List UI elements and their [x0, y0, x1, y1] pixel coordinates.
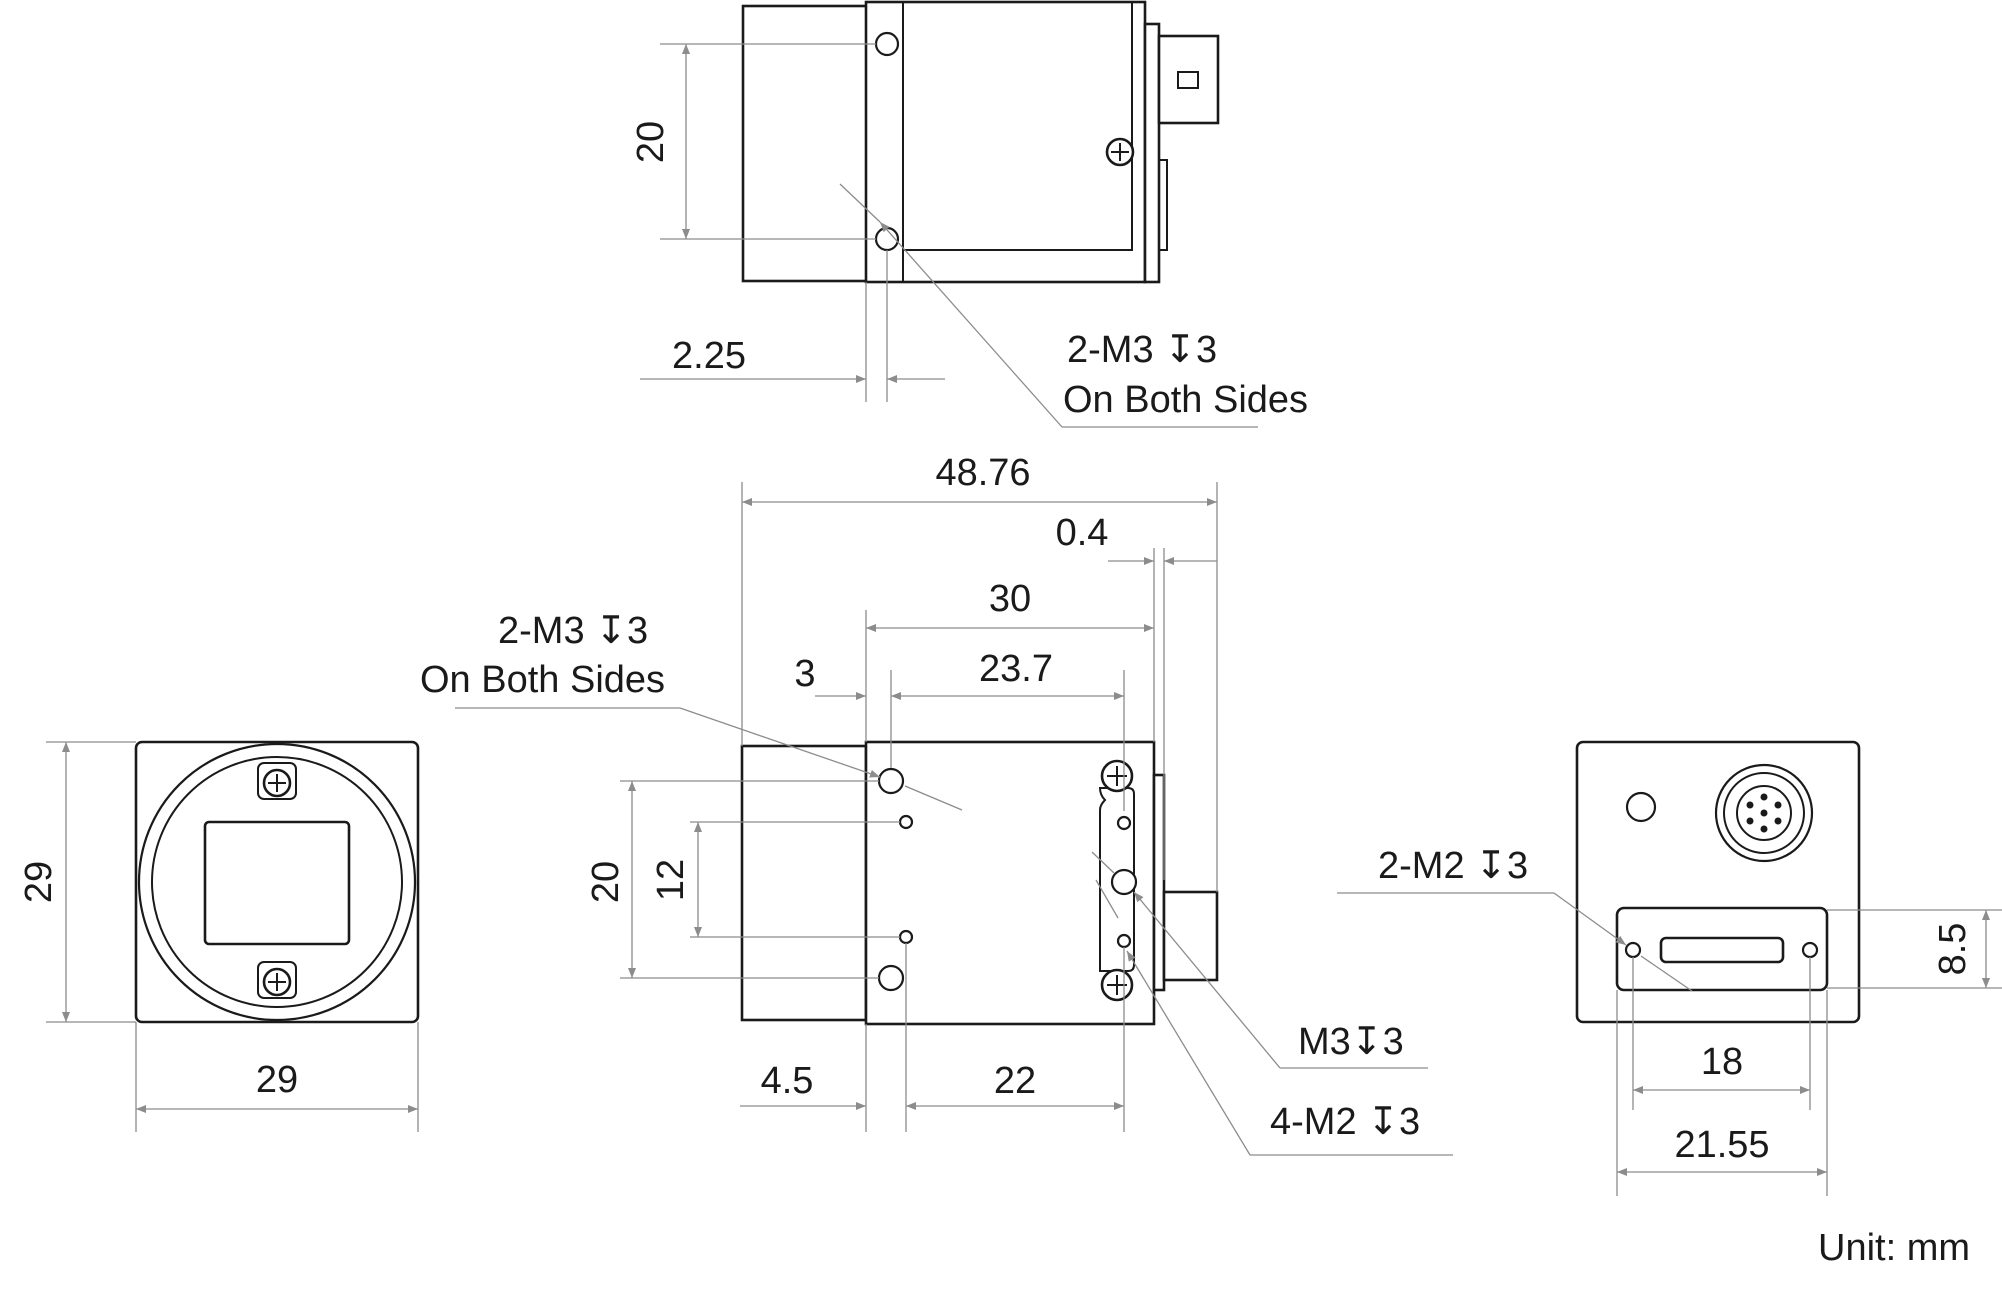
side-dim-body: 30: [989, 578, 1031, 620]
mount-hole-icon: [1110, 868, 1138, 896]
side-callout-line2: On Both Sides: [420, 659, 665, 701]
small-hole-icon: [898, 929, 914, 945]
rear-dim-outer: 21.55: [1674, 1124, 1769, 1166]
side-dim-holes: 23.7: [979, 648, 1053, 690]
top-view-connector: [1157, 34, 1220, 125]
rear-view: 2-M2 ↧3 8.5 18 21.55: [1337, 740, 2002, 1196]
side-view-connector: [1162, 890, 1219, 982]
side-callout-line1: 2-M3 ↧3: [498, 610, 648, 652]
front-view: 29 29: [18, 740, 420, 1132]
top-view-back-plate: [1143, 22, 1161, 284]
mount-hole-icon: [877, 767, 905, 795]
small-hole-icon: [1116, 815, 1132, 831]
side-dim-hole-pitch: 20: [585, 861, 627, 903]
small-hole-icon: [1801, 941, 1819, 959]
side-view-back-plate: [1152, 773, 1166, 992]
side-dim-total: 48.76: [935, 452, 1030, 494]
side-view-mount-plate: [1098, 787, 1135, 972]
rear-dim-height: 8.5: [1932, 923, 1974, 976]
top-dim-height: 20: [630, 121, 672, 163]
side-callout-m3: M3↧3: [1298, 1021, 1404, 1063]
side-view-lens-barrel: [740, 744, 868, 1022]
side-callout-m2: 4-M2 ↧3: [1270, 1101, 1420, 1143]
side-dim-lens: 3: [794, 653, 815, 695]
mount-hole-icon: [874, 31, 900, 57]
small-hole-icon: [898, 814, 914, 830]
unit-label: Unit: mm: [1818, 1227, 1970, 1269]
side-dim-front-offset: 4.5: [761, 1060, 814, 1102]
screw-icon: [257, 762, 297, 800]
side-dim-small-pitch: 12: [650, 859, 692, 901]
side-dim-gap: 0.4: [1056, 512, 1109, 554]
rear-dim-inner: 18: [1701, 1041, 1743, 1083]
small-hole-icon: [1624, 941, 1642, 959]
screw-icon: [1100, 759, 1134, 793]
led-indicator-icon: [1625, 791, 1657, 823]
rear-callout-m2: 2-M2 ↧3: [1378, 845, 1528, 887]
small-hole-icon: [1116, 933, 1132, 949]
sensor-window: [203, 820, 351, 946]
side-view: 48.76 0.4 30 3 23.7 20 12 4.5: [420, 452, 1453, 1156]
usb-port-icon: [1659, 936, 1785, 964]
top-view: 20 2.25 2-M3 ↧3 On Both Sides: [630, 0, 1308, 428]
io-connector-icon: [1714, 763, 1814, 863]
screw-icon: [257, 961, 297, 999]
screw-icon: [1100, 968, 1134, 1002]
top-view-body: [864, 0, 1147, 284]
mount-hole-icon: [877, 964, 905, 992]
screw-icon: [1105, 137, 1135, 167]
side-dim-bottom: 22: [994, 1060, 1036, 1102]
front-dim-height: 29: [18, 861, 60, 903]
top-dim-offset: 2.25: [672, 335, 746, 377]
front-dim-width: 29: [256, 1059, 298, 1101]
top-callout-line2: On Both Sides: [1063, 379, 1308, 421]
top-view-lens-barrel: [741, 4, 869, 283]
top-callout-line1: 2-M3 ↧3: [1067, 329, 1217, 371]
